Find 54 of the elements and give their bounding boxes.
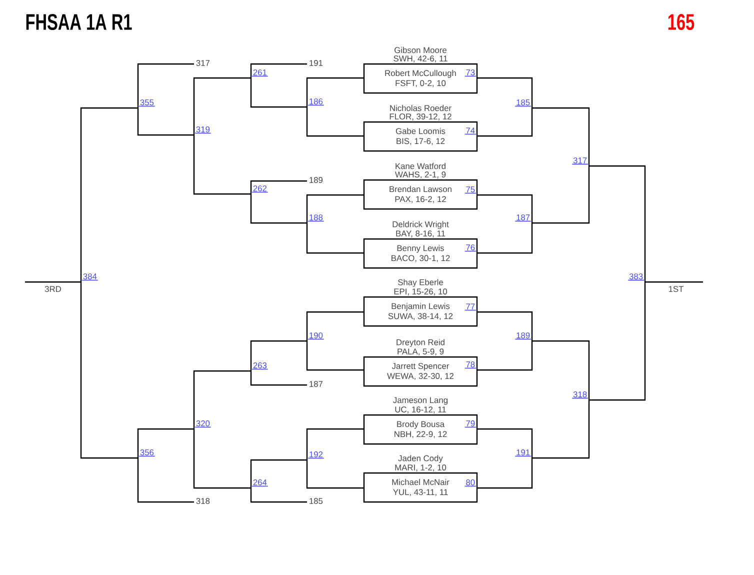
wrestler-record: MARI, 1-2, 10 (395, 464, 446, 472)
wrestler-name: Dreyton Reid (396, 339, 444, 347)
match-link: 317 (572, 157, 588, 165)
wrestler-record: WAHS, 2-1, 9 (395, 172, 446, 178)
bout-number: 318 (196, 498, 210, 504)
match-link: 319 (194, 126, 212, 134)
match-link: 318 (572, 391, 588, 399)
place-label: 3RD (44, 286, 61, 292)
match-link: 356 (138, 449, 156, 457)
wrestler-name: Kane Watford (396, 162, 446, 170)
match-link: 191 (514, 449, 532, 457)
match-link: 320 (194, 420, 212, 428)
match-link: 262 (252, 185, 268, 193)
match-link: 185 (514, 99, 532, 107)
match-link: 261 (252, 69, 268, 77)
bout-number: 189 (310, 177, 323, 183)
match-link: 80 (464, 479, 476, 487)
wrestler-name: Jameson Lang (393, 397, 448, 405)
wrestler-record: BAY, 8-16, 11 (396, 230, 446, 238)
match-link: 264 (252, 479, 268, 487)
match-link: 79 (464, 420, 476, 428)
match-link: 78 (464, 361, 476, 369)
bout-number: 317 (196, 60, 210, 66)
match-link: 73 (464, 69, 476, 77)
wrestler-name: Jaden Cody (398, 455, 443, 463)
wrestler-record: FLOR, 39-12, 12 (390, 114, 452, 120)
title: FHSAA 1A R1 (26, 14, 132, 30)
wrestler-name: Gibson Moore (394, 46, 446, 54)
match-link: 77 (464, 304, 476, 311)
wrestler-name: Nicholas Roeder (390, 104, 452, 112)
weight-class: 165 (668, 14, 694, 30)
bout-number: 185 (310, 498, 323, 504)
match-link: 186 (308, 98, 324, 106)
match-link: 383 (628, 273, 644, 281)
wrestler-name: Shay Eberle (398, 279, 443, 287)
wrestler-name: Deldrick Wright (392, 221, 449, 229)
place-label: 1ST (668, 286, 684, 292)
match-link: 188 (308, 214, 324, 222)
wrestler-record: EPI, 15-26, 10 (394, 288, 448, 296)
bout-number: 187 (310, 381, 323, 387)
match-link: 190 (308, 332, 324, 340)
match-link: 187 (514, 214, 532, 222)
wrestler-record: SWH, 42-6, 11 (394, 56, 448, 62)
match-link: 384 (82, 273, 98, 281)
match-link: 75 (464, 186, 476, 194)
wrestler-record: PALA, 5-9, 9 (398, 348, 444, 356)
match-link: 192 (308, 451, 324, 459)
wrestler-record: UC, 16-12, 11 (395, 406, 446, 414)
match-link: 74 (464, 128, 476, 135)
match-link: 263 (252, 362, 268, 370)
match-link: 355 (138, 99, 156, 107)
bout-number: 191 (310, 60, 323, 66)
match-link: 189 (514, 332, 532, 340)
match-link: 76 (464, 244, 476, 252)
